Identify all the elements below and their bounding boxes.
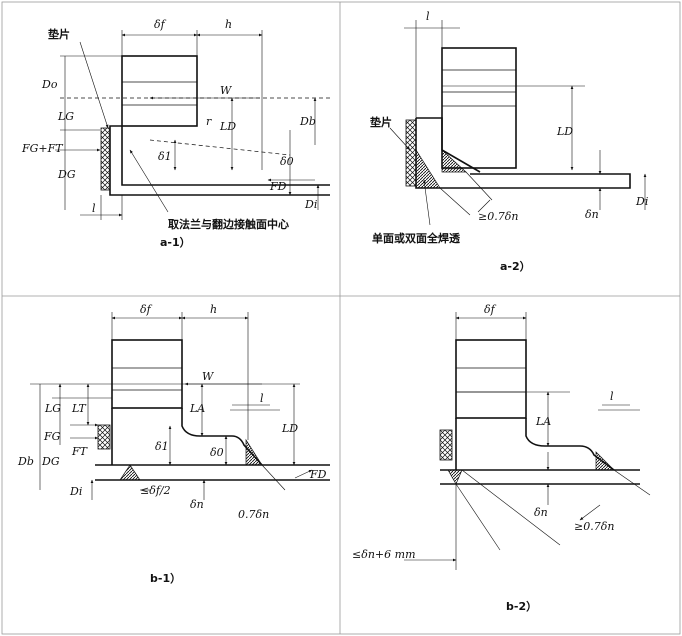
b2-label-la: LA [535, 415, 551, 428]
a1-flange-ring [121, 55, 198, 127]
a1-label-db: Db [299, 115, 316, 128]
b1-label-w: W [202, 370, 215, 383]
a1-label-ld: LD [219, 120, 236, 133]
panel-a1: δf h Do W LG LD Db r δ1 δ0 FG+FT DG FD D… [21, 18, 330, 249]
a1-label-delta-f: δf [154, 18, 167, 31]
a2-weld-outer [441, 149, 467, 173]
panel-b2: δf LA l δn ≥0.7δn ≤δn+6 mm b-2） [352, 303, 651, 613]
b2-label-weld: ≥0.7δn [574, 520, 614, 533]
a1-label-di: Di [304, 198, 317, 211]
a2-label-delta-n: δn [585, 208, 599, 221]
a2-gasket-label: 垫片 [370, 115, 392, 129]
b1-label-l: l [260, 392, 264, 405]
b2-label-delta-f: δf [484, 303, 497, 316]
b2-weld-outer [595, 451, 615, 471]
a2-label-l: l [426, 10, 430, 23]
b1-label-db: Db [17, 455, 34, 468]
a2-caption: a-2） [500, 260, 531, 273]
b2-label-gap: ≤δn+6 mm [352, 548, 416, 561]
b2-weld-inner [447, 469, 463, 485]
a1-label-fd: FD [269, 180, 287, 193]
a2-label-ld: LD [556, 125, 573, 138]
b1-label-h: h [210, 303, 217, 316]
a1-label-l: l [92, 202, 96, 215]
panel-a2: l LD δn Di ≥0.7δn 垫片 单面或双面全焊透 a-2） [370, 10, 648, 273]
b1-label-weld: 0.7δn [238, 508, 269, 521]
b2-gasket [439, 429, 453, 461]
a2-stub-end [415, 117, 631, 189]
a2-flange-ring [441, 47, 517, 169]
a1-label-fg-ft: FG+FT [21, 142, 64, 155]
b1-label-delta-0: δ0 [210, 446, 224, 459]
b1-label-ld: LD [281, 422, 298, 435]
b1-label-dg: DG [41, 455, 60, 468]
a1-gasket-label: 垫片 [48, 27, 70, 41]
b1-label-half: ≤δf/2 [140, 484, 171, 497]
a2-note: 单面或双面全焊透 [372, 231, 461, 245]
b1-label-di: Di [69, 485, 82, 498]
a2-weld-inner [415, 148, 441, 189]
b1-label-fg: FG [43, 430, 61, 443]
a2-label-di: Di [635, 195, 648, 208]
b1-label-lg: LG [44, 402, 61, 415]
a1-label-r: r [206, 115, 212, 128]
b1-flange-ring [111, 339, 183, 409]
a1-caption: a-1） [160, 236, 191, 249]
b1-label-delta-n: δn [190, 498, 204, 511]
a2-label-weld: ≥0.7δn [478, 210, 518, 223]
a1-label-dg: DG [57, 168, 76, 181]
a2-gasket [405, 119, 417, 187]
a1-label-h: h [225, 18, 232, 31]
b1-label-lt: LT [71, 402, 87, 415]
b2-neck [455, 418, 615, 471]
b2-label-l: l [610, 390, 614, 403]
a1-label-do: Do [41, 78, 58, 91]
a1-label-lg: LG [57, 110, 74, 123]
b1-weld-inner [119, 464, 141, 481]
a1-gasket [100, 127, 111, 191]
a1-label-w: W [220, 84, 233, 97]
b1-label-delta-1: δ1 [155, 440, 169, 453]
a1-stub-end [109, 125, 330, 196]
b1-neck [111, 408, 263, 466]
b1-weld-outer [245, 438, 263, 466]
a1-note: 取法兰与翻边接触面中心 [168, 217, 289, 231]
a1-label-delta-1: δ1 [158, 150, 172, 163]
b2-flange-ring [455, 339, 527, 419]
b1-label-fd: FD [309, 468, 327, 481]
b1-caption: b-1） [150, 572, 181, 585]
b2-label-delta-n: δn [534, 506, 548, 519]
b1-label-la: LA [189, 402, 205, 415]
b1-label-ft: FT [71, 445, 89, 458]
b1-label-delta-f: δf [140, 303, 153, 316]
b1-gasket [97, 424, 111, 450]
panel-b1: δf h W LG LT LA l LD Db DG FG FT δ1 δ0 F… [17, 303, 330, 585]
b2-caption: b-2） [506, 600, 537, 613]
a1-label-delta-0: δ0 [280, 155, 294, 168]
